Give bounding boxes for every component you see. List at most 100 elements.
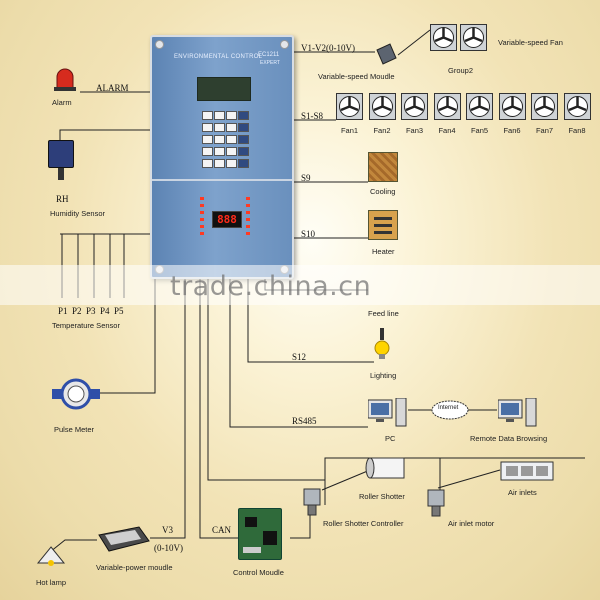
control-module-label: Control Moudle [233, 568, 284, 577]
bolt-icon [280, 40, 289, 49]
led-display: 888 [212, 211, 242, 228]
controller-lcd-screen [197, 77, 251, 101]
variable-power-module-icon [98, 526, 150, 552]
can-signal-label: CAN [212, 525, 232, 535]
pulse-meter-wire [100, 275, 156, 394]
keypad-key [238, 135, 249, 144]
exhaust-fan-icon [563, 93, 591, 120]
exhaust-fan-icon [401, 93, 428, 120]
fan-label: Fan4 [438, 126, 456, 135]
keypad-key [202, 111, 213, 120]
variable-speed-fan-icon [430, 24, 457, 51]
pc-label: PC [385, 434, 396, 443]
v3-wire [150, 275, 186, 539]
keypad-key [238, 147, 249, 156]
group2-label: Group2 [448, 66, 474, 75]
fan-label: Fan3 [405, 126, 424, 135]
heater-icon [368, 210, 398, 240]
light-bulb-icon [374, 328, 390, 359]
fan-label: Fan2 [373, 126, 391, 135]
keypad-key [202, 123, 213, 132]
can-wire [199, 275, 250, 539]
exhaust-fan-icon [466, 93, 493, 120]
lighting-label: Lighting [370, 371, 397, 380]
s1s8-signal-label: S1-S8 [301, 111, 324, 121]
keypad-key [202, 159, 213, 168]
watermark-band [0, 265, 600, 305]
s12-signal-label: S12 [292, 352, 307, 362]
pc-icon [368, 398, 407, 427]
alarm-signal-label: ALARM [96, 83, 129, 93]
humidity-sensor-probe [58, 168, 64, 180]
probe-label: P4 [100, 306, 110, 316]
temperature-sensor-label: Temperature Sensor [52, 321, 120, 330]
pulse-meter-label: Pulse Meter [54, 425, 95, 434]
keypad-key [214, 159, 225, 168]
fan-label: Fan1 [340, 126, 359, 135]
v3-range-label: (0-10V) [154, 543, 183, 553]
rh-signal-label: RH [56, 194, 69, 204]
air-inlets-label: Air inlets [508, 488, 537, 497]
keypad-key [214, 147, 225, 156]
led-display-value: 888 [217, 213, 237, 226]
rs485-signal-label: RS485 [292, 416, 317, 426]
feed-line-label: Feed line [368, 309, 399, 318]
controller-title: ENVIRONMENTAL CONTROL [174, 54, 263, 60]
environmental-controller: ENVIRONMENTAL CONTROL EC1211 EXPERT 888 [150, 35, 294, 279]
controller-subtitle: EXPERT [260, 60, 280, 66]
fan-label: Fan7 [535, 126, 554, 135]
remote-pc-icon [498, 398, 537, 427]
cooling-label: Cooling [370, 187, 396, 196]
s9-signal-label: S9 [301, 173, 311, 183]
roller-shutter-motor-icon [303, 488, 321, 516]
rs485-wire [229, 275, 368, 428]
keypad-key [226, 135, 237, 144]
keypad-key [226, 123, 237, 132]
variable-speed-module-icon [376, 43, 397, 65]
v3-signal-label: V3 [162, 525, 173, 535]
exhaust-fan-icon [336, 93, 363, 120]
status-leds-left [200, 197, 205, 239]
humidity-sensor-label: Humidity Sensor [50, 209, 106, 218]
status-leds-right [246, 197, 251, 239]
air-inlet-motor-label: Air inlet motor [448, 519, 495, 528]
hot-lamp-icon [36, 546, 66, 566]
bolt-icon [155, 40, 164, 49]
variable-speed-fan-label: Variable-speed Fan [498, 38, 563, 47]
roller-shutter-icon [365, 457, 405, 479]
exhaust-fan-icon [531, 93, 558, 120]
internet-cloud-icon [431, 400, 469, 420]
exhaust-fan-icon [368, 93, 396, 120]
roller-shutter-label: Roller Shotter [359, 492, 405, 501]
control-module-board-icon [238, 508, 282, 560]
internet-label: Internet [438, 405, 459, 411]
variable-power-module-label: Variable-power moudle [96, 563, 173, 572]
keypad-key [202, 147, 213, 156]
pulse-meter-icon [52, 378, 100, 410]
probe-label: P2 [72, 306, 82, 316]
variable-speed-module-label: Variable-speed Moudle [318, 72, 395, 81]
fan-label: Fan8 [568, 126, 586, 135]
fan-label: Fan6 [503, 126, 521, 135]
roller-shutter-controller-label: Roller Shotter Controller [323, 519, 404, 528]
fan-label: Fan5 [470, 126, 489, 135]
alarm-light-icon [54, 68, 76, 91]
alarm-label: Alarm [52, 98, 72, 107]
controller-model: EC1211 [258, 52, 280, 58]
variable-speed-fan-icon [460, 24, 487, 51]
keypad-key [226, 111, 237, 120]
keypad-key [214, 123, 225, 132]
keypad-key [238, 111, 249, 120]
keypad-key [202, 135, 213, 144]
watermark-text: trade.china.cn [170, 271, 372, 302]
controller-keypad [202, 111, 252, 168]
exhaust-fan-icon [498, 93, 526, 120]
s10-signal-label: S10 [301, 229, 316, 239]
probe-label: P3 [86, 306, 96, 316]
humidity-sensor-icon [48, 140, 74, 168]
keypad-key [238, 159, 249, 168]
keypad-key [214, 135, 225, 144]
probe-label: P5 [114, 306, 124, 316]
exhaust-fan-icon [433, 93, 461, 120]
remote-data-browsing-label: Remote Data Browsing [470, 434, 548, 443]
